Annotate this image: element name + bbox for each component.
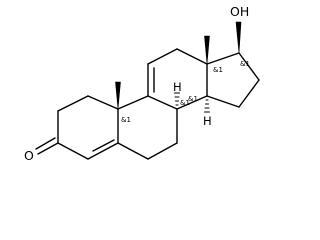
stereo-label-c8: &1 (180, 99, 190, 107)
bond-c8-c9 (147, 95, 178, 110)
ketone-oxygen-label: O (24, 148, 34, 163)
h-c14-label: H (203, 114, 212, 128)
methyl-c13-wedge (204, 35, 210, 65)
bond-c4-c5-double (92, 139, 115, 152)
bond-c3-o (37, 142, 59, 155)
bond-c5-c6 (117, 142, 149, 160)
stereo-label-c10: &1 (121, 116, 131, 124)
bond-c3-o-double (35, 137, 56, 150)
bond-c3-c4 (57, 142, 89, 160)
bond-c1-c2 (57, 95, 89, 112)
bond-c12-c13 (176, 48, 208, 65)
h-c14-hash-bond (203, 99, 211, 113)
hydroxyl-label: OH (230, 4, 249, 19)
bond-c16-c15 (238, 79, 260, 108)
bond-c11-c12 (147, 48, 178, 65)
stereo-label-c13: &1 (213, 66, 223, 74)
h-c8-hash-bond (173, 92, 181, 106)
molecule-structure: O OH H H &1 &1 &1 &1 &1 (23, 4, 260, 163)
stereo-label-c14: &1 (188, 95, 198, 103)
bond-c15-c14 (206, 95, 240, 108)
o-label-bg (23, 148, 35, 162)
bond-c14-c8 (176, 95, 208, 110)
bond-c9-c10 (117, 95, 149, 110)
bond-c17-c16 (238, 52, 260, 81)
h-c8-label: H (173, 80, 182, 94)
bond-c6-c7 (147, 142, 178, 160)
bond-c4-c5 (87, 142, 119, 160)
bond-c10-c1 (87, 95, 119, 110)
hydroxyl-wedge (235, 21, 242, 54)
stereo-label-c17: &1 (240, 60, 250, 68)
bond-c13-c17 (206, 52, 240, 65)
methyl-c10-wedge (115, 81, 121, 110)
